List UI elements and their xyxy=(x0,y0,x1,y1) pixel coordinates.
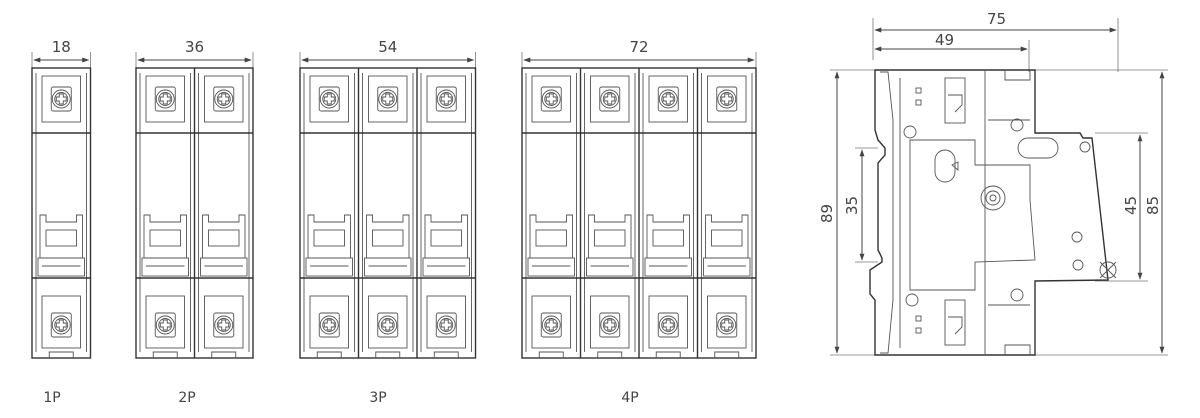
pole-unit xyxy=(416,68,476,358)
width-dimension-label: 18 xyxy=(52,38,71,56)
pole-label: 4P xyxy=(621,390,638,406)
terminal-screw-icon xyxy=(540,312,562,338)
dim-label-overall-depth: 75 xyxy=(987,10,1006,28)
side-body-outline xyxy=(869,69,1117,356)
pole-unit xyxy=(32,73,91,358)
pole-label: 2P xyxy=(178,390,195,406)
terminal-screw-icon xyxy=(154,312,176,338)
depth-dimension-49: 49 xyxy=(874,31,1030,72)
front-view-2p: 36 2P xyxy=(135,38,254,406)
terminal-screw-icon xyxy=(716,312,738,338)
width-dimension-label: 54 xyxy=(378,38,397,56)
height-dimension-89: 89 xyxy=(818,71,840,354)
front-view-4p: 72 4P xyxy=(521,38,757,406)
terminal-screw-icon xyxy=(657,86,679,112)
width-dimension-label: 72 xyxy=(629,38,648,56)
rail-dimension-35: 35 xyxy=(843,149,865,261)
pole-unit xyxy=(696,68,756,358)
front-views: 18 1P 36 2P 54 3P 72 4P xyxy=(31,38,757,406)
dim-label-front-height: 45 xyxy=(1122,196,1140,215)
pole-unit xyxy=(357,68,417,358)
terminal-screw-icon xyxy=(657,312,679,338)
pole-unit xyxy=(300,73,359,358)
terminal-screw-icon xyxy=(435,312,457,338)
terminal-screw-icon xyxy=(716,86,738,112)
pole-unit xyxy=(193,68,253,358)
terminal-screw-icon xyxy=(50,312,72,338)
dim-label-body-height: 85 xyxy=(1144,196,1162,215)
terminal-screw-icon xyxy=(599,312,621,338)
width-dimension-label: 36 xyxy=(185,38,204,56)
side-view: 75 49 89 35 45 xyxy=(818,10,1168,356)
terminal-screw-icon xyxy=(599,86,621,112)
pole-unit xyxy=(579,68,639,358)
front-view-1p: 18 1P xyxy=(31,38,92,406)
terminal-screw-icon xyxy=(213,312,235,338)
terminal-screw-icon xyxy=(318,312,340,338)
height-dimension-45: 45 xyxy=(1122,134,1143,280)
terminal-screw-icon xyxy=(377,312,399,338)
terminal-screw-icon xyxy=(213,86,235,112)
pole-label: 1P xyxy=(43,390,60,406)
terminal-screw-icon xyxy=(377,86,399,112)
terminal-screw-icon xyxy=(50,86,72,112)
dim-label-overall-height: 89 xyxy=(818,204,836,223)
terminal-screw-icon xyxy=(435,86,457,112)
terminal-screw-icon xyxy=(540,86,562,112)
terminal-screw-icon xyxy=(318,86,340,112)
depth-dimension-75: 75 xyxy=(872,10,1119,72)
pole-unit xyxy=(638,68,698,358)
pole-label: 3P xyxy=(369,390,386,406)
front-view-3p: 54 3P xyxy=(299,38,477,406)
pole-unit xyxy=(136,73,195,358)
dim-label-rail-width: 35 xyxy=(843,196,861,215)
terminal-screw-icon xyxy=(154,86,176,112)
pole-unit xyxy=(522,73,581,358)
height-dimension-85: 85 xyxy=(1144,71,1165,354)
dim-label-front-depth: 49 xyxy=(935,31,954,49)
